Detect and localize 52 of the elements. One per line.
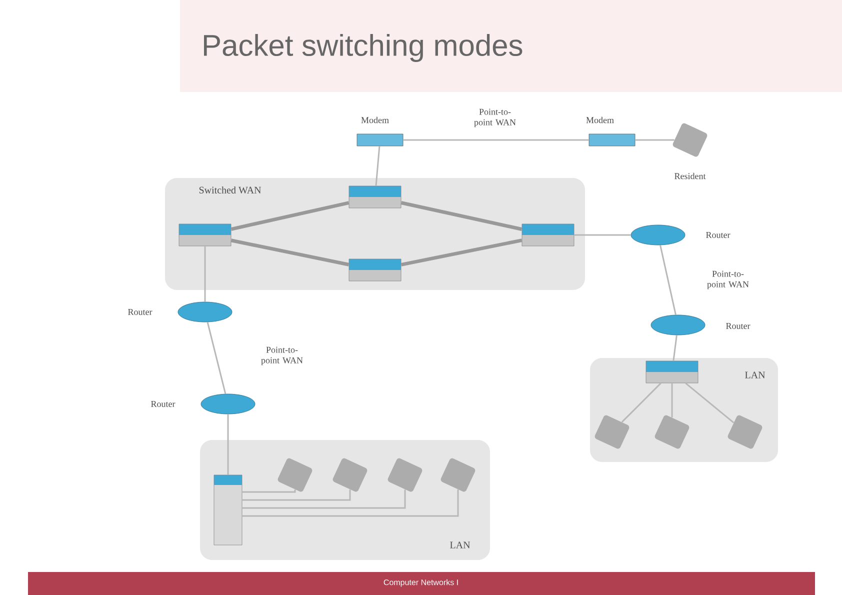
cable bbox=[230, 201, 350, 231]
title: Packet switching modes bbox=[204, 34, 522, 62]
cable bbox=[242, 490, 296, 493]
device-label: Router bbox=[151, 401, 176, 407]
edge-label: Point-to-point WAN bbox=[707, 270, 749, 290]
computer-icon bbox=[654, 415, 690, 449]
cable bbox=[403, 139, 589, 141]
cable bbox=[242, 490, 351, 501]
cable bbox=[671, 383, 673, 418]
computer-icon bbox=[672, 123, 708, 157]
cable bbox=[206, 322, 226, 394]
cable bbox=[660, 245, 676, 315]
cable bbox=[242, 490, 406, 509]
cable bbox=[242, 490, 459, 517]
cable bbox=[230, 238, 350, 266]
device-label: Router bbox=[726, 323, 750, 329]
cable bbox=[400, 238, 522, 266]
footer-bar: Computer Networks I bbox=[28, 572, 815, 595]
switch-icon bbox=[522, 224, 574, 246]
cable bbox=[672, 335, 678, 361]
switch-icon bbox=[178, 224, 232, 246]
cable bbox=[685, 382, 734, 424]
cable bbox=[574, 234, 631, 236]
device-label: Router bbox=[706, 232, 730, 238]
computer-icon bbox=[728, 415, 762, 449]
computer-icon bbox=[332, 458, 368, 492]
router-icon bbox=[650, 314, 706, 336]
device-label: Resident bbox=[674, 172, 706, 180]
switch-icon bbox=[348, 186, 402, 208]
modem-icon bbox=[356, 134, 404, 146]
router-icon bbox=[630, 224, 686, 246]
router-icon bbox=[178, 302, 232, 322]
cable bbox=[400, 201, 522, 231]
cable bbox=[635, 139, 674, 141]
cable bbox=[204, 246, 206, 302]
device-label: Modem bbox=[586, 116, 614, 124]
computer-icon bbox=[278, 458, 312, 492]
device-label: Router bbox=[128, 309, 152, 315]
cable bbox=[621, 382, 662, 423]
modem-icon bbox=[588, 134, 636, 146]
cable bbox=[227, 414, 229, 475]
cable bbox=[375, 146, 380, 186]
computer-icon bbox=[440, 458, 476, 492]
router-icon bbox=[200, 394, 256, 414]
device-label: Modem bbox=[361, 116, 389, 124]
edge-label: Point-to-point WAN bbox=[261, 346, 303, 366]
edge-label: Point-to-point WAN bbox=[474, 108, 516, 128]
computer-icon bbox=[388, 458, 422, 492]
switch-icon bbox=[348, 258, 402, 282]
switch-icon bbox=[646, 360, 698, 384]
computer-icon bbox=[594, 415, 630, 449]
hub-icon bbox=[214, 474, 242, 546]
